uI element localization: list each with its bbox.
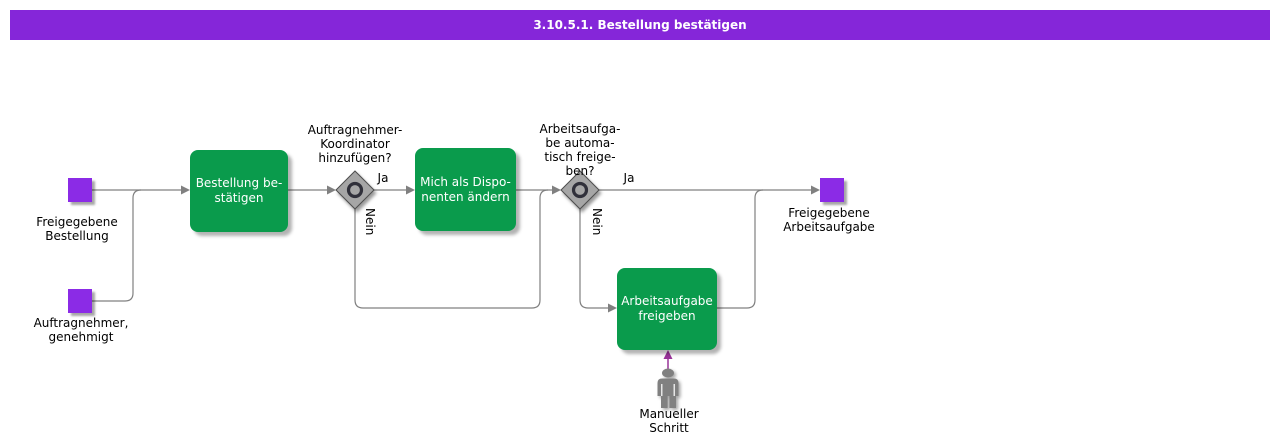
arrowhead-icon: [406, 185, 415, 195]
gateway-question-label: Arbeitsaufga- be automa- tisch freige- b…: [539, 122, 621, 178]
person-icon[interactable]: [657, 368, 679, 409]
start-event-auftragnehmer-genehmigt[interactable]: [68, 289, 92, 313]
branch-label-ja: Ja: [623, 171, 635, 185]
start-event-label: Freigegebene Bestellung: [36, 215, 118, 243]
task-label: Mich als Dispo- nenten ändern: [420, 174, 511, 204]
flow-line-nein-1: [354, 189, 549, 309]
arrowhead-icon: [811, 185, 820, 195]
flow-line: [717, 189, 764, 309]
branch-label-ja: Ja: [377, 171, 389, 185]
gateway-question-label: Auftragnehmer- Koordinator hinzufügen?: [307, 123, 403, 165]
gateway-auftragnehmer-koordinator[interactable]: [335, 170, 375, 210]
diagram-title-bar: 3.10.5.1. Bestellung bestätigen: [10, 10, 1270, 40]
gateway-ring-icon: [346, 181, 364, 199]
branch-label-nein: Nein: [363, 208, 377, 236]
task-bestellung-bestaetigen[interactable]: Bestellung be- stätigen: [190, 150, 288, 232]
arrowhead-icon: [608, 303, 617, 313]
start-event-label: Auftragnehmer, genehmigt: [33, 316, 129, 344]
start-event-freigegebene-bestellung[interactable]: [68, 178, 92, 202]
end-event-label: Freigegebene Arbeitsaufgabe: [783, 206, 875, 234]
diagram-title: 3.10.5.1. Bestellung bestätigen: [533, 18, 747, 32]
task-arbeitsaufgabe-freigeben[interactable]: Arbeitsaufgabe freigeben: [617, 268, 717, 350]
flow-line-nein-2: [579, 209, 609, 309]
gateway-arbeitsaufgabe-automatisch[interactable]: [560, 170, 600, 210]
flow-line: [92, 189, 142, 302]
flow-connectors: [92, 185, 820, 313]
gateway-diamond[interactable]: [560, 170, 600, 210]
branch-label-nein: Nein: [590, 208, 604, 236]
arrowhead-icon: [552, 185, 561, 195]
arrowhead-icon: [327, 185, 336, 195]
task-mich-als-disponenten-aendern[interactable]: Mich als Dispo- nenten ändern: [415, 148, 516, 231]
end-event-freigegebene-arbeitsaufgabe[interactable]: [820, 178, 844, 202]
manual-step-label: Manueller Schritt: [639, 407, 699, 435]
gateway-diamond[interactable]: [335, 170, 375, 210]
task-label: Bestellung be- stätigen: [195, 176, 283, 205]
gateway-ring-icon: [571, 181, 589, 199]
task-label: Arbeitsaufgabe freigeben: [621, 294, 713, 323]
manual-arrowhead-icon: [663, 350, 673, 359]
arrowhead-icon: [181, 185, 190, 195]
